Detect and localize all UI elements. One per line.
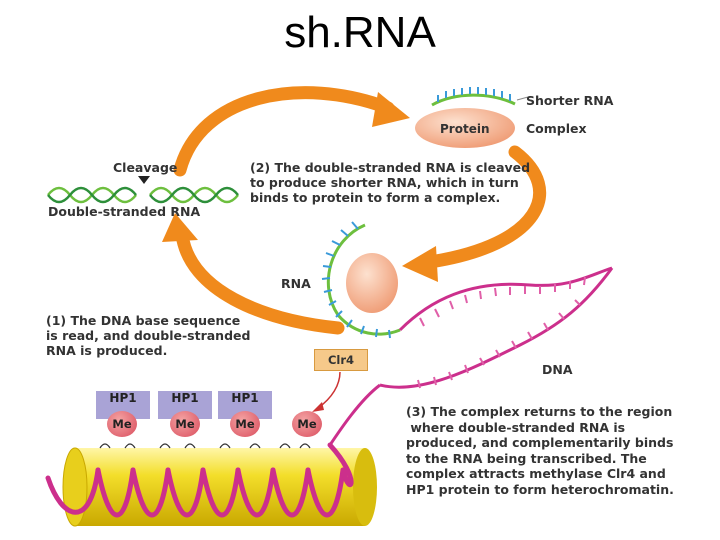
dna-label: DNA — [542, 362, 573, 377]
protein-label: Protein — [440, 122, 490, 136]
methyl-marker: Me — [230, 411, 260, 437]
rna-arc — [321, 221, 401, 339]
shorter-rna-label: Shorter RNA — [526, 93, 614, 108]
dna-strand — [328, 266, 614, 446]
heterochromatin-cylinder — [45, 424, 377, 527]
rna-label: RNA — [281, 276, 311, 291]
cleavage-marker — [138, 176, 150, 184]
double-stranded-rna-helix — [47, 186, 239, 204]
methyl-marker: Me — [292, 411, 322, 437]
protein-on-rna — [346, 253, 398, 313]
cycle-arrow-left — [162, 213, 345, 335]
shorter-rna-strand — [431, 87, 529, 107]
cycle-arrow-right — [402, 145, 547, 282]
double-stranded-rna-label: Double-stranded RNA — [48, 204, 201, 219]
step-3-text: (3) The complex returns to the region wh… — [406, 404, 674, 497]
clr4-arrow — [312, 371, 341, 412]
clr4-box: Clr4 — [314, 349, 368, 371]
methyl-marker: Me — [170, 411, 200, 437]
step-1-text: (1) The DNA base sequence is read, and d… — [46, 313, 251, 358]
cleavage-label: Cleavage — [113, 160, 178, 175]
protein-complex — [415, 108, 515, 148]
methyl-marker: Me — [107, 411, 137, 437]
cycle-arrow-top — [173, 86, 410, 177]
slide-title: sh.RNA — [284, 8, 436, 57]
step-2-text: (2) The double-stranded RNA is cleaved t… — [250, 160, 531, 205]
complex-label: Complex — [526, 121, 587, 136]
